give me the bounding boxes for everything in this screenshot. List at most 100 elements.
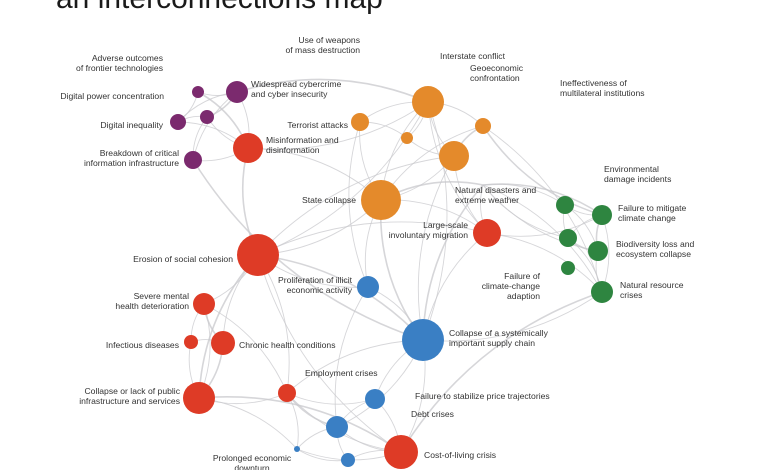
- node-price[interactable]: [365, 389, 385, 409]
- edge-public-infrastructure-downturn: [198, 397, 298, 450]
- node-supply-chain[interactable]: [402, 319, 444, 361]
- edge-natural-resource-cost-of-living: [400, 291, 603, 453]
- label-multilateral-line-1: multilateral institutions: [560, 88, 645, 98]
- edge-social-cohesion-geoeconomic: [257, 155, 455, 256]
- label-infectious-line-0: Infectious diseases: [106, 340, 179, 350]
- node-env-damage[interactable]: [556, 196, 574, 214]
- label-digital-power: Digital power concentration: [60, 91, 164, 101]
- label-digital-inequality-line-0: Digital inequality: [100, 120, 163, 130]
- node-asset-bubble[interactable]: [341, 453, 355, 467]
- edge-geoeconomic-supply-chain: [417, 155, 455, 341]
- edge-cost-of-living-public-infrastructure: [198, 395, 402, 453]
- label-biodiversity-line-0: Biodiversity loss and: [616, 239, 695, 249]
- node-geoeconomic[interactable]: [439, 141, 469, 171]
- edge-social-cohesion-public-infrastructure: [198, 254, 259, 399]
- label-debt: Debt crises: [411, 409, 454, 419]
- label-misinformation-line-0: Misinformation and: [266, 135, 339, 145]
- node-multilateral[interactable]: [475, 118, 491, 134]
- node-social-cohesion[interactable]: [237, 234, 279, 276]
- label-natural-resource-line-1: crises: [620, 290, 642, 300]
- node-adaptation-secondary[interactable]: [561, 261, 575, 275]
- node-weapons[interactable]: [401, 132, 413, 144]
- label-natural-disasters-line-1: extreme weather: [455, 195, 519, 205]
- node-adaptation[interactable]: [559, 229, 577, 247]
- label-misinformation-line-1: disinformation: [266, 145, 320, 155]
- label-multilateral-line-0: Ineffectiveness of: [560, 78, 627, 88]
- node-digital-inequality[interactable]: [200, 110, 214, 124]
- node-terrorist[interactable]: [351, 113, 369, 131]
- label-employment: Employment crises: [305, 368, 378, 378]
- label-natural-disasters-line-0: Natural disasters and: [455, 185, 536, 195]
- node-illicit[interactable]: [357, 276, 379, 298]
- node-infectious[interactable]: [184, 335, 198, 349]
- edge-multilateral-mitigate: [482, 125, 603, 216]
- edge-illicit-debt: [334, 286, 369, 428]
- label-cybercrime-line-0: Widespread cybercrime: [251, 79, 341, 89]
- edge-social-cohesion-supply-chain: [257, 254, 424, 341]
- node-digital-power[interactable]: [170, 114, 186, 130]
- edge-supply-chain-natural-disasters: [422, 184, 484, 341]
- edge-price-employment: [286, 392, 376, 405]
- node-biodiversity[interactable]: [588, 241, 608, 261]
- label-breakdown-infrastructure-line-0: Breakdown of critical: [100, 148, 179, 158]
- label-geoeconomic-line-0: Geoeconomic: [470, 63, 524, 73]
- label-terrorist: Terrorist attacks: [287, 120, 348, 130]
- label-chronic-line-0: Chronic health conditions: [239, 340, 336, 350]
- edge-social-cohesion-cost-of-living: [257, 254, 402, 453]
- label-public-infrastructure-line-0: Collapse or lack of public: [84, 386, 180, 396]
- node-interstate-conflict[interactable]: [412, 86, 444, 118]
- node-adverse-outcomes[interactable]: [192, 86, 204, 98]
- node-cybercrime[interactable]: [226, 81, 248, 103]
- label-adaptation-line-2: adaption: [507, 291, 540, 301]
- node-public-infrastructure[interactable]: [183, 382, 215, 414]
- label-social-cohesion-line-0: Erosion of social cohesion: [133, 254, 233, 264]
- node-employment[interactable]: [278, 384, 296, 402]
- label-cost-of-living-line-0: Cost-of-living crisis: [424, 450, 496, 460]
- edge-illicit-terrorist: [348, 121, 369, 288]
- node-mitigate[interactable]: [592, 205, 612, 225]
- label-price-line-0: Failure to stabilize price trajectories: [415, 391, 550, 401]
- node-natural-resource[interactable]: [591, 281, 613, 303]
- label-geoeconomic-line-1: confrontation: [470, 73, 520, 83]
- label-weapons-line-0: Use of weapons: [298, 35, 360, 45]
- label-interstate-conflict: Interstate conflict: [440, 51, 506, 61]
- edge-migration-mitigate: [486, 214, 603, 237]
- label-migration-line-0: Large-scale: [423, 220, 468, 230]
- edge-state-collapse-misinformation: [247, 147, 382, 201]
- label-downturn-line-1: downturn: [234, 463, 270, 470]
- node-mental-health[interactable]: [193, 293, 215, 315]
- node-breakdown-infrastructure[interactable]: [184, 151, 202, 169]
- node-migration[interactable]: [473, 219, 501, 247]
- label-terrorist-line-0: Terrorist attacks: [287, 120, 348, 130]
- label-mitigate-line-1: climate change: [618, 213, 676, 223]
- edge-social-cohesion-migration: [257, 221, 488, 256]
- edge-interstate-conflict-migration: [427, 101, 488, 234]
- label-debt-line-0: Debt crises: [411, 409, 454, 419]
- node-downturn[interactable]: [294, 446, 300, 452]
- edge-interstate-conflict-misinformation: [247, 101, 429, 150]
- node-chronic[interactable]: [211, 331, 235, 355]
- node-misinformation[interactable]: [233, 133, 263, 163]
- label-adaptation-line-1: climate-change: [482, 281, 540, 291]
- edge-breakdown-infrastructure-supply-chain: [192, 159, 424, 341]
- label-supply-chain-line-0: Collapse of a systemically: [449, 328, 549, 338]
- node-debt[interactable]: [326, 416, 348, 438]
- edge-natural-disasters-natural-resource: [482, 184, 603, 293]
- node-state-collapse[interactable]: [361, 180, 401, 220]
- edge-natural-disasters-adaptation: [482, 184, 569, 239]
- label-digital-power-line-0: Digital power concentration: [60, 91, 164, 101]
- node-cost-of-living[interactable]: [384, 435, 418, 469]
